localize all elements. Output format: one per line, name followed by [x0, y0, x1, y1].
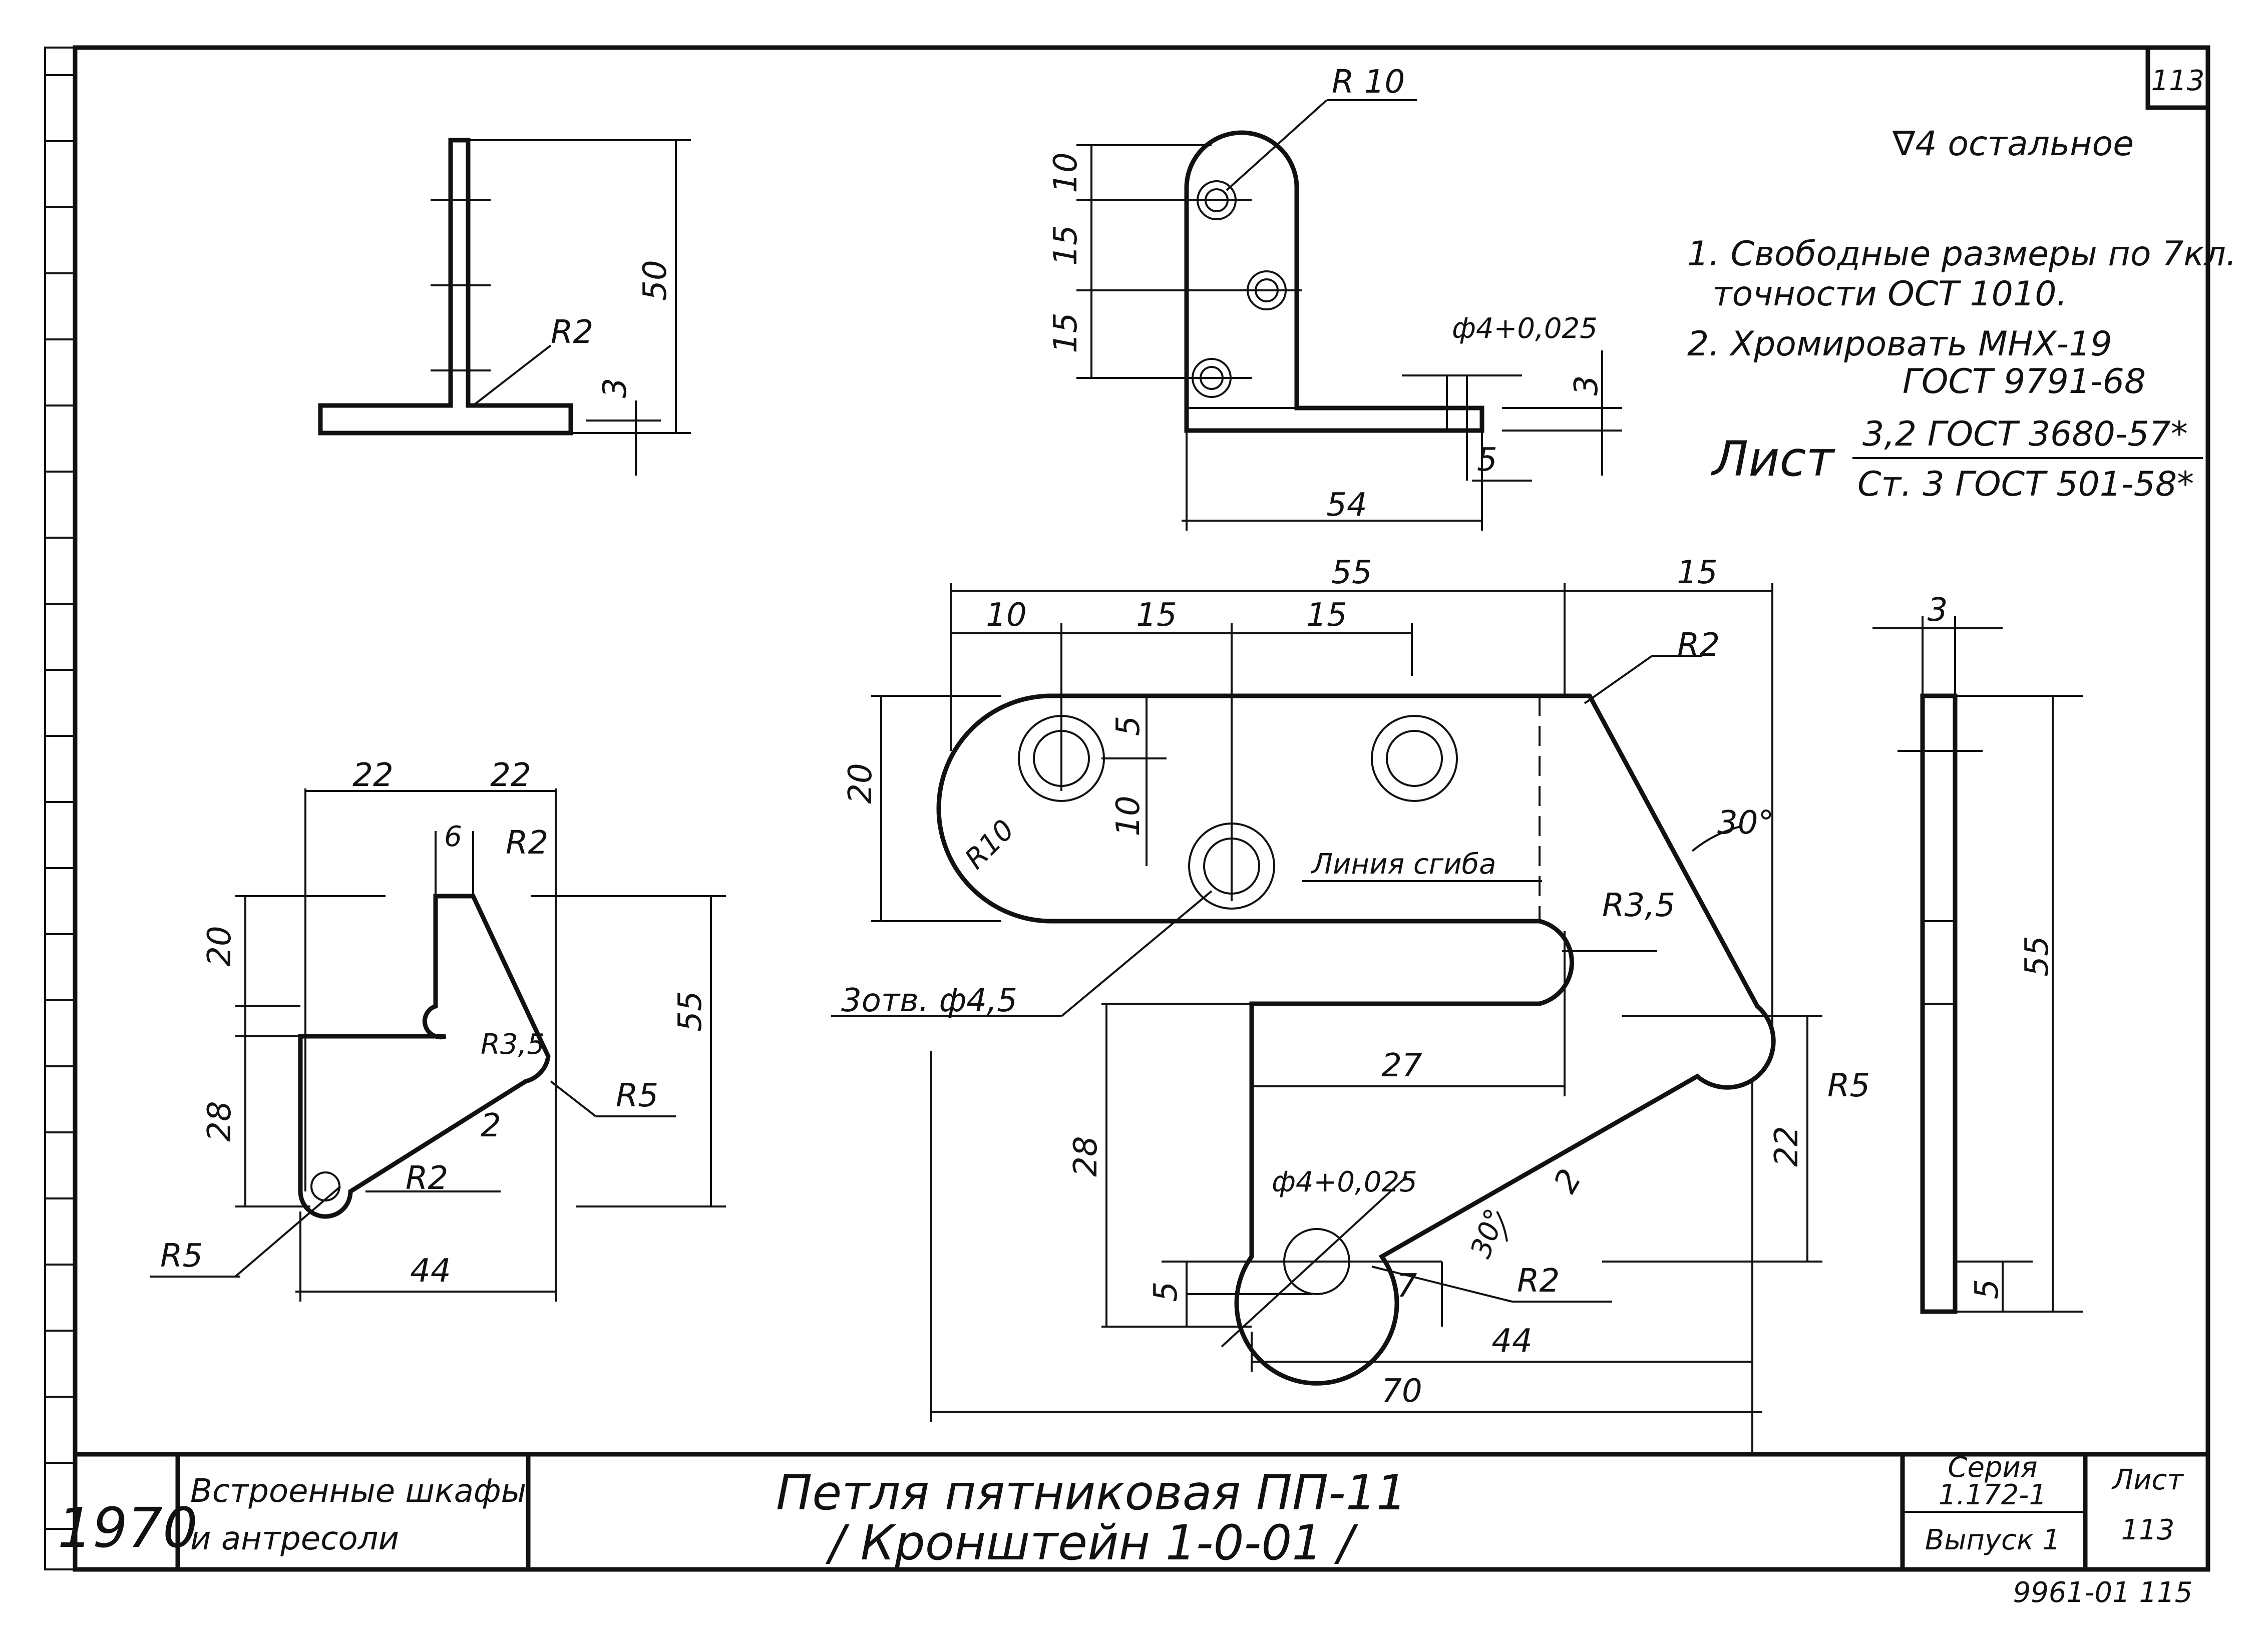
dim-r35-left: R3,5 [481, 1028, 545, 1061]
holes-label: 3отв. ф4,5 [841, 982, 1017, 1019]
corner-number: 113 [2151, 65, 2205, 97]
notes-block: ∇4 остальное 1. Свободные размеры по 7кл… [1687, 124, 2237, 504]
dim-r2b-left: R2 [406, 1160, 448, 1197]
dim-22a-left: 22 [352, 757, 393, 794]
dim-r2b-flat: R2 [1517, 1263, 1560, 1300]
dim-r5a-left: R5 [616, 1077, 658, 1114]
dim-30a-flat: 30° [1717, 804, 1774, 842]
dim-30b-flat: 30° [1464, 1204, 1512, 1263]
dim-55-flat: 55 [1331, 554, 1372, 591]
dim-44-left: 44 [410, 1253, 451, 1290]
dim-10-flat: 10 [986, 597, 1026, 634]
dim-10-flat-v: 10 [1110, 795, 1147, 836]
sheet-value: 113 [2121, 1514, 2175, 1546]
dim-5-edge: 5 [1969, 1279, 2006, 1300]
dim-r10-top: R 10 [1332, 64, 1405, 101]
note-1b: точности ОСТ 1010. [1712, 274, 2067, 314]
dim-28-flat: 28 [1067, 1136, 1104, 1176]
dim-55-edge: 55 [2019, 936, 2056, 976]
dim-22b-left: 22 [490, 757, 531, 794]
material-denominator: Ст. 3 ГОСТ 501-58* [1857, 465, 2194, 504]
footer-code: 9961-01 115 [2013, 1576, 2193, 1609]
material-numerator: 3,2 ГОСТ 3680-57* [1862, 415, 2188, 454]
note-1: 1. Свободные размеры по 7кл. [1687, 234, 2237, 274]
top-view-small [1076, 99, 1622, 531]
dim-3-top: 3 [1568, 375, 1605, 396]
dim-10-top: 10 [1047, 152, 1084, 193]
subject-line-1: Встроенные шкафы [190, 1473, 526, 1510]
sheet-label: Лист [2111, 1464, 2184, 1496]
dim-20-flat: 20 [842, 763, 879, 803]
material-label: Лист [1711, 431, 1835, 487]
dim-50: 50 [637, 260, 674, 300]
dim-20-left: 20 [201, 926, 238, 966]
note-2b: ГОСТ 9791-68 [1903, 362, 2146, 401]
left-view [150, 788, 726, 1302]
edge-view [1872, 616, 2083, 1314]
dim-44-flat: 44 [1491, 1323, 1532, 1360]
dim-28-left: 28 [201, 1101, 238, 1141]
issue: Выпуск 1 [1925, 1524, 2060, 1556]
dim-6-left: 6 [444, 821, 462, 853]
bend-line-label: Линия сгиба [1311, 848, 1496, 881]
subject-line-2: и антресоли [190, 1520, 399, 1557]
note-2: 2. Хромировать МНХ-19 [1687, 324, 2112, 364]
dim-15-flat: 15 [1677, 554, 1717, 591]
dim-r5-flat: R5 [1827, 1067, 1870, 1104]
dim-2-flat: 2 [1547, 1163, 1589, 1199]
dim-5-top: 5 [1477, 442, 1497, 479]
dim-hole-top: ф4+0,025 [1452, 312, 1598, 345]
dim-54-top: 54 [1326, 487, 1367, 524]
dim-70-flat: 70 [1381, 1373, 1422, 1410]
dim-r2-side: R2 [551, 314, 593, 351]
dim-55-left: 55 [672, 991, 709, 1031]
dim-2-left: 2 [481, 1107, 501, 1144]
dim-15a-top: 15 [1047, 225, 1084, 265]
dim-3-side: 3 [597, 378, 634, 398]
series-label: Серия [1948, 1451, 2037, 1484]
dim-15b-top: 15 [1047, 312, 1084, 353]
dim-15a-flat: 15 [1136, 597, 1177, 634]
dim-hole-flat: ф4+0,025 [1272, 1166, 1417, 1198]
sheet-frame [44, 45, 2210, 1572]
dim-r35-flat: R3,5 [1602, 887, 1675, 924]
dim-27-flat: 27 [1381, 1047, 1422, 1084]
surface-note: ∇4 остальное [1892, 124, 2134, 164]
dim-r10-flat: R10 [959, 813, 1021, 876]
dim-15b-flat: 15 [1306, 597, 1347, 634]
side-view-small [318, 138, 691, 476]
dim-5-flat: 5 [1110, 716, 1147, 736]
dim-22-flat: 22 [1768, 1126, 1805, 1166]
dim-7-flat: 7 [1397, 1268, 1417, 1305]
title-block [75, 1452, 2208, 1569]
title-line-1: Петля пятниковая ПП-11 [776, 1465, 1407, 1521]
dim-r5b-left: R5 [160, 1238, 203, 1275]
dim-3-edge: 3 [1928, 592, 1948, 629]
series-value: 1.172-1 [1939, 1479, 2047, 1511]
dim-r2a-flat: R2 [1677, 627, 1720, 664]
dim-r2a-left: R2 [506, 825, 548, 862]
title-line-2: / Кронштейн 1-0-01 / [825, 1515, 1358, 1571]
flat-pattern-view [831, 583, 1822, 1452]
year: 1970 [58, 1496, 198, 1560]
dim-5b-flat: 5 [1148, 1282, 1185, 1302]
